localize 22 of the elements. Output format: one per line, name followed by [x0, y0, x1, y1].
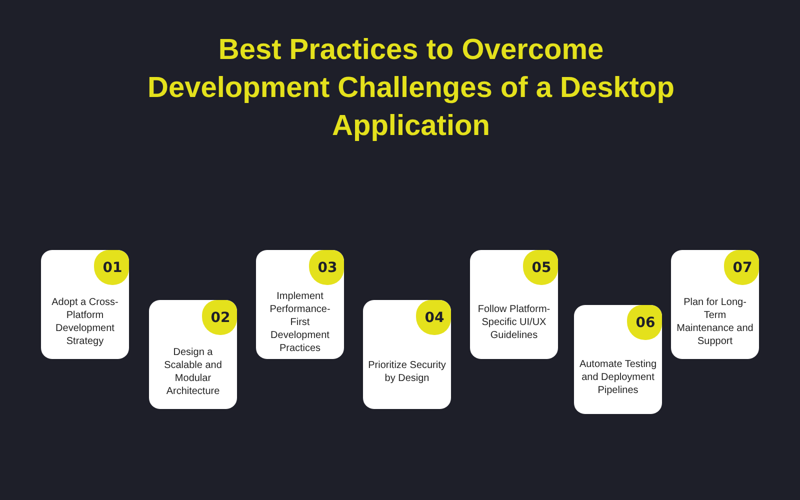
- number-badge: 07: [724, 250, 759, 285]
- practice-text: Design a Scalable and Modular Architecture: [163, 346, 223, 398]
- practice-card: [363, 300, 451, 409]
- title: Best Practices to Overcome Development Challenges of a Desktop Application: [146, 33, 676, 144]
- practice-text: Follow Platform-Specific UI/UX Guidelines: [476, 302, 552, 342]
- number-badge: 06: [627, 305, 662, 340]
- practice-card: [149, 300, 237, 409]
- number-badge: 05: [523, 250, 558, 285]
- practice-card: [256, 250, 344, 359]
- practice-card: [470, 250, 558, 359]
- number-badge: 04: [416, 300, 451, 335]
- number-badge: 01: [94, 250, 129, 285]
- practice-card: [574, 305, 662, 414]
- practice-card: [671, 250, 759, 359]
- number-badge: 03: [309, 250, 344, 285]
- practice-card: [41, 250, 129, 359]
- practice-text: Prioritize Security by Design: [368, 359, 446, 385]
- practice-text: Plan for Long-Term Maintenance and Support: [676, 296, 754, 348]
- practice-text: Implement Performance-First Development Practices: [268, 290, 332, 354]
- practice-text: Adopt a Cross-Platform Development Strategy: [50, 296, 120, 348]
- practice-text: Automate Testing and Deployment Pipelines: [579, 358, 657, 396]
- number-badge: 02: [202, 300, 237, 335]
